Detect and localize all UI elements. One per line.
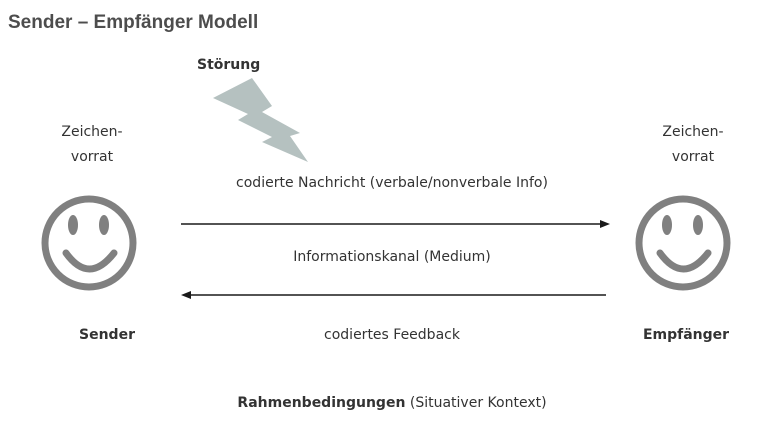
context-label-bold: Rahmenbedingungen <box>237 395 406 411</box>
lightning-icon <box>213 78 308 162</box>
receiver-symbol-label-line1: Zeichen- <box>662 124 724 140</box>
sender-smiley-icon <box>41 195 137 291</box>
sender-symbol-label-line1: Zeichen- <box>61 124 123 140</box>
feedback-label: codiertes Feedback <box>324 327 460 343</box>
feedback-arrow <box>181 291 606 299</box>
receiver-smiley-icon <box>635 195 731 291</box>
receiver-symbol-label-line2: vorrat <box>671 149 715 165</box>
sender-label: Sender <box>79 327 135 343</box>
context-label-normal: (Situativer Kontext) <box>405 395 547 411</box>
channel-label: Informationskanal (Medium) <box>293 249 491 265</box>
sender-symbol-repertoire: Zeichen- vorrat <box>52 120 132 170</box>
receiver-symbol-repertoire: Zeichen- vorrat <box>653 120 733 170</box>
disturbance-label: Störung <box>197 57 261 73</box>
page-title: Sender – Empfänger Modell <box>8 12 259 33</box>
context-label: Rahmenbedingungen (Situativer Kontext) <box>182 395 602 411</box>
message-arrow <box>181 220 610 228</box>
sender-symbol-label-line2: vorrat <box>70 149 114 165</box>
message-label: codierte Nachricht (verbale/nonverbale I… <box>236 175 548 191</box>
receiver-label: Empfänger <box>642 327 730 343</box>
